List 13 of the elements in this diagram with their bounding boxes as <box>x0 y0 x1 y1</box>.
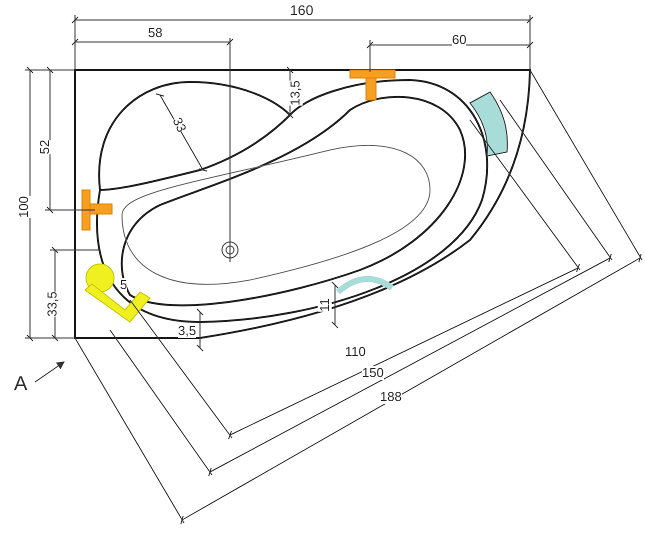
dimension-label: 60 <box>452 33 466 47</box>
dimension-label: 13,5 <box>288 80 303 106</box>
dimension-label: 5 <box>120 278 128 292</box>
dimension-label: 11 <box>318 298 332 312</box>
dimension-label: 160 <box>290 3 314 18</box>
dimension-label: 188 <box>380 390 402 404</box>
dimension-label: 58 <box>148 26 162 40</box>
dimension-label: 100 <box>16 196 31 218</box>
dimension-label: 150 <box>362 366 384 380</box>
dimension-label: 3,5 <box>178 324 196 338</box>
dimension-label: 52 <box>38 140 52 154</box>
dimension-label: 33,5 <box>46 291 60 317</box>
dimension-label: 110 <box>345 345 366 359</box>
